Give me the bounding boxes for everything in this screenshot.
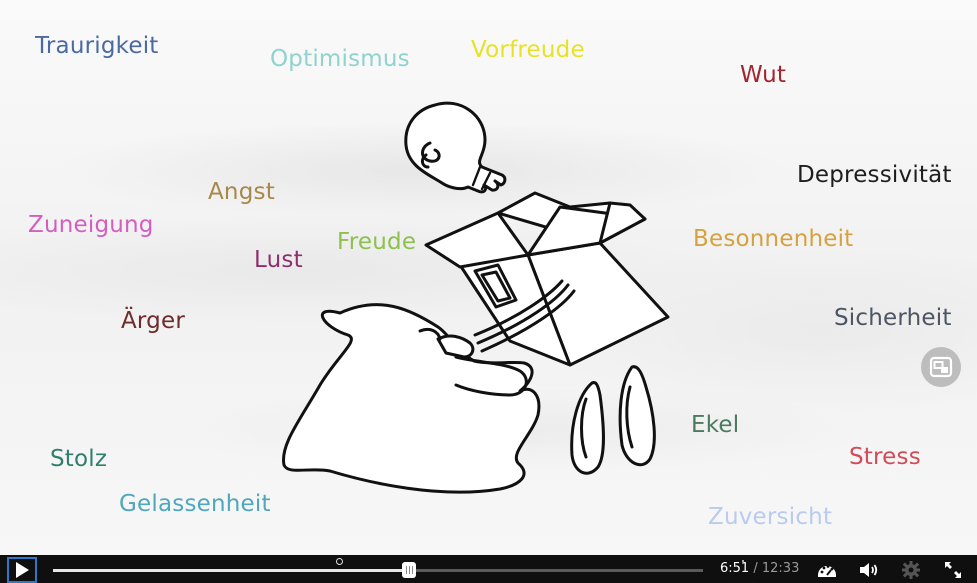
picture-in-picture-icon xyxy=(929,356,953,378)
emotion-word-gelassenheit: Gelassenheit xyxy=(119,491,271,517)
video-frame[interactable]: Traurigkeit Optimismus Vorfreude Wut Dep… xyxy=(0,0,977,555)
playback-speed-button[interactable] xyxy=(816,560,838,580)
emotion-word-vorfreude: Vorfreude xyxy=(471,37,585,63)
volume-icon xyxy=(860,563,878,577)
settings-button[interactable] xyxy=(900,560,922,580)
emotion-word-angst: Angst xyxy=(208,179,275,205)
illustration xyxy=(282,101,670,494)
emotion-word-freude: Freude xyxy=(337,229,417,255)
play-icon xyxy=(16,562,29,578)
emotion-word-stress: Stress xyxy=(849,444,921,470)
progress-handle[interactable] xyxy=(402,562,417,578)
fullscreen-icon xyxy=(945,562,961,578)
gear-icon xyxy=(902,561,920,579)
lightbulb-icon xyxy=(404,101,507,194)
chapter-marker-dot[interactable] xyxy=(742,560,744,562)
play-button[interactable] xyxy=(7,557,37,583)
control-bar: 6:51 / 12:33 xyxy=(0,555,977,583)
picture-in-picture-button[interactable] xyxy=(921,347,961,387)
chapter-marker[interactable] xyxy=(336,558,343,565)
emotion-word-zuversicht: Zuversicht xyxy=(708,504,833,530)
emotion-word-wut: Wut xyxy=(740,62,787,88)
time-separator: / xyxy=(753,561,758,576)
emotion-word-optimismus: Optimismus xyxy=(270,46,410,72)
emotion-word-traurigkeit: Traurigkeit xyxy=(35,33,159,59)
emotion-word-zuneigung: Zuneigung xyxy=(28,212,154,238)
duration: 12:33 xyxy=(761,561,800,576)
current-time: 6:51 xyxy=(720,561,750,576)
fullscreen-button[interactable] xyxy=(942,560,964,580)
emotion-word-ekel: Ekel xyxy=(691,412,740,438)
emotion-word-stolz: Stolz xyxy=(50,446,108,472)
progress-played xyxy=(53,569,410,572)
emotion-word-depressivitaet: Depressivität xyxy=(797,162,952,188)
speedometer-icon xyxy=(818,565,836,577)
emotion-word-sicherheit: Sicherheit xyxy=(834,305,952,331)
volume-button[interactable] xyxy=(858,560,880,580)
time-display: 6:51 / 12:33 xyxy=(720,561,799,576)
emotion-word-aerger: Ärger xyxy=(121,308,185,334)
emotion-word-besonnenheit: Besonnenheit xyxy=(693,226,854,252)
progress-bar[interactable] xyxy=(53,558,757,583)
emotion-word-lust: Lust xyxy=(254,247,303,273)
